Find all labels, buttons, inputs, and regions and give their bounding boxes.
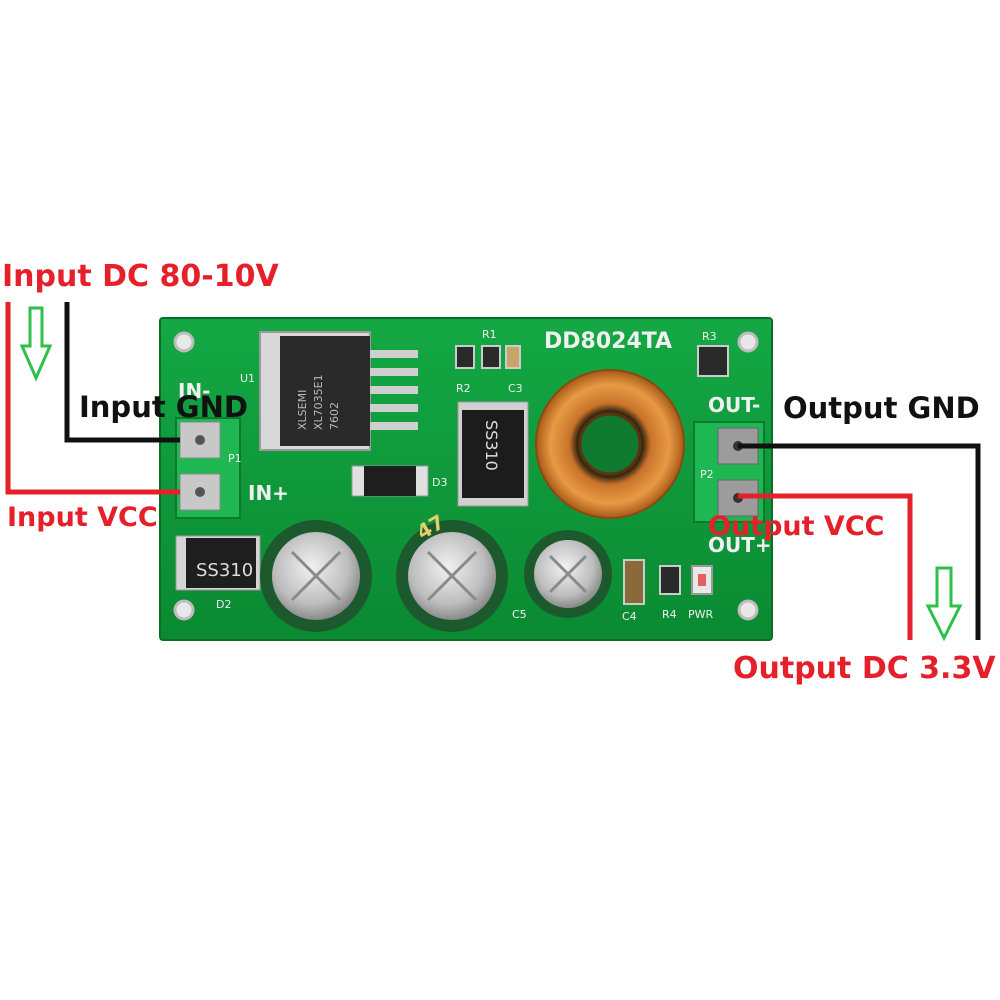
silk-c4: C4 xyxy=(622,610,637,623)
mounting-hole xyxy=(737,599,759,621)
output-vcc-wire xyxy=(738,493,913,640)
input-vcc-wire xyxy=(5,302,180,495)
down-arrow-icon xyxy=(19,306,53,382)
diode-marking: SS310 xyxy=(196,560,253,581)
input-gnd-label: Input GND xyxy=(79,390,248,424)
silk-p2: P2 xyxy=(700,468,714,481)
silk-d2: D2 xyxy=(216,598,231,611)
toroid-inductor xyxy=(535,369,685,519)
wires xyxy=(5,302,981,640)
schottky-diode xyxy=(457,401,529,507)
in-plus-label: IN+ xyxy=(248,481,289,505)
silk-r1: R1 xyxy=(482,328,497,341)
mounting-hole xyxy=(173,331,195,353)
input-gnd-wire xyxy=(64,302,180,443)
output-vcc-label: Output VCC xyxy=(708,511,885,542)
mounting-hole xyxy=(737,331,759,353)
silk-r4: R4 xyxy=(662,608,677,621)
chip-marking-line: XL7035E1 xyxy=(312,374,325,430)
silk-c5: C5 xyxy=(512,608,527,621)
silk-u1: U1 xyxy=(240,372,255,385)
silk-c3: C3 xyxy=(508,382,523,395)
mounting-hole xyxy=(173,599,195,621)
board-model: DD8024TA xyxy=(544,329,672,354)
smd-parts xyxy=(455,345,729,605)
down-arrow-icon xyxy=(925,566,963,642)
capacitor xyxy=(260,520,372,632)
diode-d3 xyxy=(351,465,429,497)
output-gnd-wire xyxy=(738,443,981,640)
output-dc-label: Output DC 3.3V xyxy=(733,651,996,686)
input-dc-label: Input DC 80-10V xyxy=(2,259,279,294)
diode-d2 xyxy=(175,535,261,591)
input-pads xyxy=(175,417,241,519)
regulator-chip xyxy=(259,331,418,451)
out-plus-label: OUT+ xyxy=(708,533,772,557)
out-minus-label: OUT- xyxy=(708,393,760,417)
capacitor xyxy=(524,530,612,618)
silk-r3: R3 xyxy=(702,330,717,343)
silk-pwr: PWR xyxy=(688,608,714,621)
capacitor xyxy=(396,520,508,632)
silk-p1: P1 xyxy=(228,452,242,465)
chip-marking-line: XLSEMI xyxy=(296,390,309,430)
silk-r2: R2 xyxy=(456,382,471,395)
output-gnd-label: Output GND xyxy=(783,391,980,425)
in-minus-label: IN- xyxy=(178,379,210,403)
silk-d3: D3 xyxy=(432,476,447,489)
diode-marking: SS310 xyxy=(482,420,501,471)
chip-marking-line: 7602 xyxy=(328,402,341,430)
input-vcc-label: Input VCC xyxy=(7,502,158,533)
